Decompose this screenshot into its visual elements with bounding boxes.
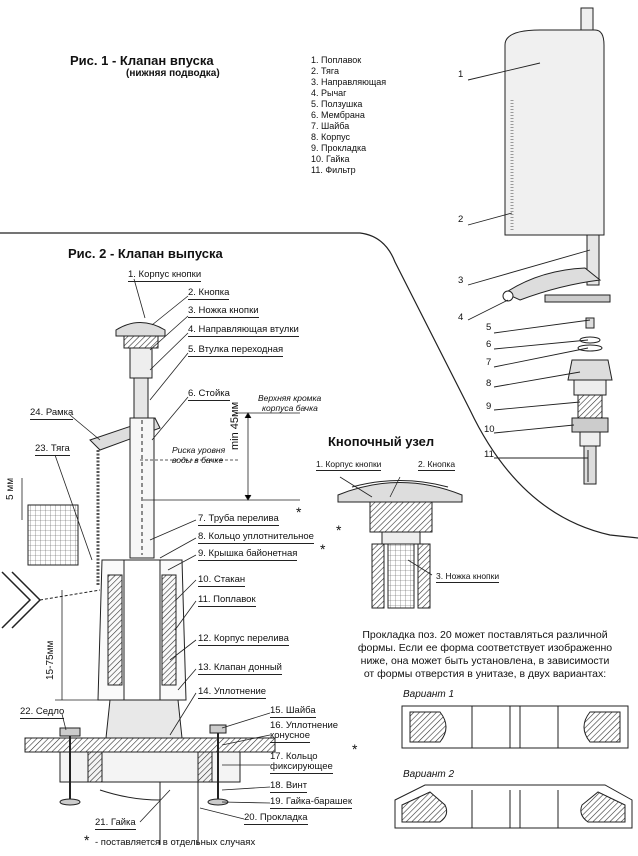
inlet-callout-4: 4 [458,312,464,323]
button-unit-drawing [337,476,463,609]
outlet-valve-drawing [1,322,276,845]
footnote-text: - поставляется в отдельных случаях [95,837,256,848]
footnote-star: * [84,832,90,848]
label-float: 11. Поплавок [198,594,256,607]
inlet-callout-5: 5 [486,322,492,333]
label-rod: 23. Тяга [35,443,70,456]
label-bushing-guide: 4. Направляющая втулки [188,324,299,337]
label-button-stem: 3. Ножка кнопки [188,305,259,318]
label-wing-nut: 19. Гайка-барашек [270,796,352,809]
label-gasket: 20. Прокладка [244,812,308,825]
label-bayonet-cap: 9. Крышка байонетная [198,548,298,561]
label-retaining-ring: 17. Кольцо [270,751,318,762]
gasket-note-line: Прокладка поз. 20 может поставляться раз… [362,629,608,641]
gasket-note-line: формы. Если ее форма соответствует изобр… [357,642,613,654]
fig1-subtitle: (нижняя подводка) [126,68,220,79]
fig2-title: Рис. 2 - Клапан выпуска [68,246,223,261]
label-overflow-pipe: 7. Труба перелива [198,513,279,526]
inlet-callout-1: 1 [458,69,464,80]
button-unit-label-housing: 1. Корпус кнопки [316,459,382,471]
variant-1-label: Вариант 1 [403,689,455,700]
star-marker: * [352,741,358,757]
label-seal: 14. Уплотнение [198,686,267,699]
label-o-ring: 8. Кольцо уплотнительное [198,531,314,544]
water-mark-note: Риска уровня [172,445,226,455]
legend-item: 8. Корпус [311,132,351,142]
label-retaining-ring-2: фиксирующее [270,761,333,774]
label-screw: 18. Винт [270,780,308,793]
legend-item: 9. Прокладка [311,143,367,153]
inlet-callout-6: 6 [486,339,492,350]
water-mark-note-2: воды в бачке [172,455,224,465]
outlet-callout-lines [54,278,271,823]
button-unit-title: Кнопочный узел [328,434,435,449]
inlet-valve-drawing [502,7,613,485]
button-unit-label-stem: 3. Ножка кнопки [436,571,500,583]
button-unit-label-button: 2. Кнопка [418,459,456,471]
legend-item: 6. Мембрана [311,110,365,120]
dimension-lines [21,412,300,701]
label-cone-seal: 16. Уплотнение [270,720,339,731]
inlet-callout-8: 8 [486,378,492,389]
label-washer: 15. Шайба [270,705,316,718]
dimension-5mm: 5 мм [5,477,16,500]
label-post: 6. Стойка [188,388,230,401]
upper-edge-note: Верхняя кромка [258,393,322,403]
label-frame: 24. Рамка [30,407,74,420]
legend-item: 7. Шайба [311,121,350,131]
legend-item: 11. Фильтр [311,165,356,175]
label-cup: 10. Стакан [198,574,246,587]
gasket-variant-1 [401,705,629,749]
gasket-variant-2 [394,784,633,829]
legend-item: 3. Направляющая [311,77,387,87]
star-marker: * [320,541,326,557]
upper-edge-note-2: корпуса бачка [262,403,318,413]
legend-item: 5. Ползушка [311,99,363,109]
label-bottom-valve: 13. Клапан донный [198,662,282,675]
label-cone-seal-2: конусное [270,730,310,743]
legend-item: 4. Рычаг [311,88,347,98]
legend-item: 1. Поплавок [311,55,362,65]
legend-item: 10. Гайка [311,154,350,164]
inlet-callout-9: 9 [486,401,492,412]
dimension-15-75mm: 15-75мм [45,640,56,680]
label-adapter-bushing: 5. Втулка переходная [188,344,284,357]
label-button: 2. Кнопка [188,287,230,300]
variant-2-label: Вариант 2 [403,769,455,780]
gasket-note-line: ниже, она может быть установлена, в зави… [360,655,610,667]
inlet-callout-7: 7 [486,357,492,368]
inlet-callout-10: 10 [484,424,495,435]
star-marker: * [336,522,342,538]
dimension-min45: min 45мм [229,401,241,450]
star-marker: * [296,504,302,520]
inlet-callout-lines [467,62,591,459]
label-nut: 21. Гайка [95,817,136,830]
label-button-housing: 1. Корпус кнопки [128,269,202,282]
label-seat: 22. Седло [20,706,65,719]
section-divider [0,232,638,539]
inlet-callout-3: 3 [458,275,464,286]
gasket-note-line: от формы отверстия в унитазе, в двух вар… [363,668,607,680]
inlet-callout-11: 11 [484,449,494,460]
gasket-note: Прокладка поз. 20 может поставляться раз… [330,629,638,681]
label-overflow-body: 12. Корпус перелива [198,633,289,646]
legend-item: 2. Тяга [311,66,339,76]
inlet-callout-2: 2 [458,214,464,225]
fig1-title: Рис. 1 - Клапан впуска [70,53,214,68]
